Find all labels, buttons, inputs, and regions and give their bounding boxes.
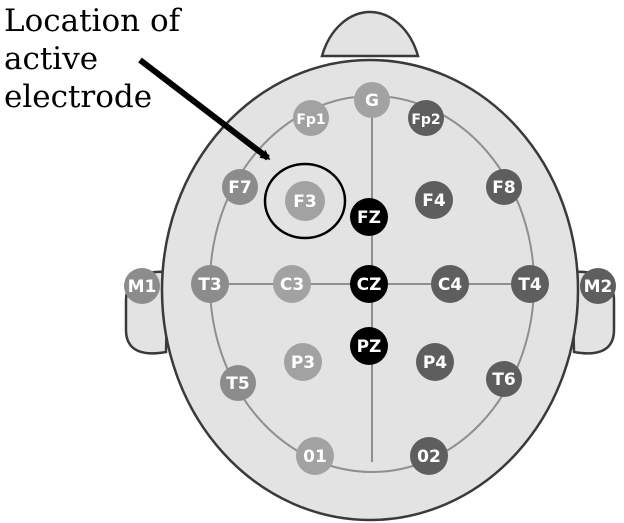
electrode-T4: T4 <box>511 265 549 303</box>
electrode-Fp2: Fp2 <box>408 100 444 136</box>
electrode-Fp1: Fp1 <box>293 100 329 136</box>
annotation-line-3: electrode <box>4 79 153 115</box>
electrode-CZ: CZ <box>350 265 388 303</box>
electrode-label-F4: F4 <box>422 191 446 211</box>
electrode-T3: T3 <box>191 265 229 303</box>
electrode-M2: M2 <box>580 268 616 304</box>
electrode-label-FZ: FZ <box>357 208 381 228</box>
electrode-T5: T5 <box>220 365 256 401</box>
electrode-label-F7: F7 <box>228 178 251 198</box>
electrode-label-O1: 01 <box>303 447 327 467</box>
electrode-C3: C3 <box>273 265 311 303</box>
electrode-label-PZ: PZ <box>357 337 382 357</box>
electrode-F3: F3 <box>285 181 325 221</box>
electrode-label-Fp2: Fp2 <box>411 112 440 128</box>
annotation-text: Location of active electrode <box>4 2 180 116</box>
annotation-line-2: active <box>4 41 99 77</box>
electrode-label-O2: 02 <box>417 447 441 467</box>
nose <box>320 10 420 58</box>
electrode-M1: M1 <box>124 268 160 304</box>
electrode-label-CZ: CZ <box>357 275 382 295</box>
electrode-label-Fp1: Fp1 <box>296 112 325 128</box>
electrode-label-M1: M1 <box>128 277 157 297</box>
electrode-label-T5: T5 <box>226 374 249 394</box>
electrode-F8: F8 <box>486 169 522 205</box>
electrode-T6: T6 <box>486 361 522 397</box>
electrode-label-G: G <box>365 91 379 111</box>
electrode-label-C3: C3 <box>280 275 304 295</box>
electrode-O1: 01 <box>296 437 334 475</box>
electrode-label-C4: C4 <box>438 275 462 295</box>
electrode-label-T6: T6 <box>492 370 515 390</box>
electrode-label-P4: P4 <box>423 353 447 373</box>
electrode-label-M2: M2 <box>584 277 613 297</box>
electrode-F4: F4 <box>415 181 453 219</box>
electrode-G: G <box>354 82 390 118</box>
electrode-O2: 02 <box>410 437 448 475</box>
electrode-label-T3: T3 <box>198 275 221 295</box>
electrode-C4: C4 <box>431 265 469 303</box>
electrode-P4: P4 <box>416 343 454 381</box>
active-electrode-highlight <box>263 162 347 240</box>
electrode-F7: F7 <box>222 169 258 205</box>
electrode-FZ: FZ <box>350 198 388 236</box>
electrode-label-T4: T4 <box>518 275 542 295</box>
electrode-label-P3: P3 <box>291 353 315 373</box>
electrode-PZ: PZ <box>350 327 388 365</box>
electrode-label-F3: F3 <box>293 192 316 212</box>
electrode-P3: P3 <box>284 343 322 381</box>
annotation-line-1: Location of <box>4 3 181 39</box>
pointer-arrow <box>138 57 271 161</box>
electrode-label-F8: F8 <box>492 178 515 198</box>
